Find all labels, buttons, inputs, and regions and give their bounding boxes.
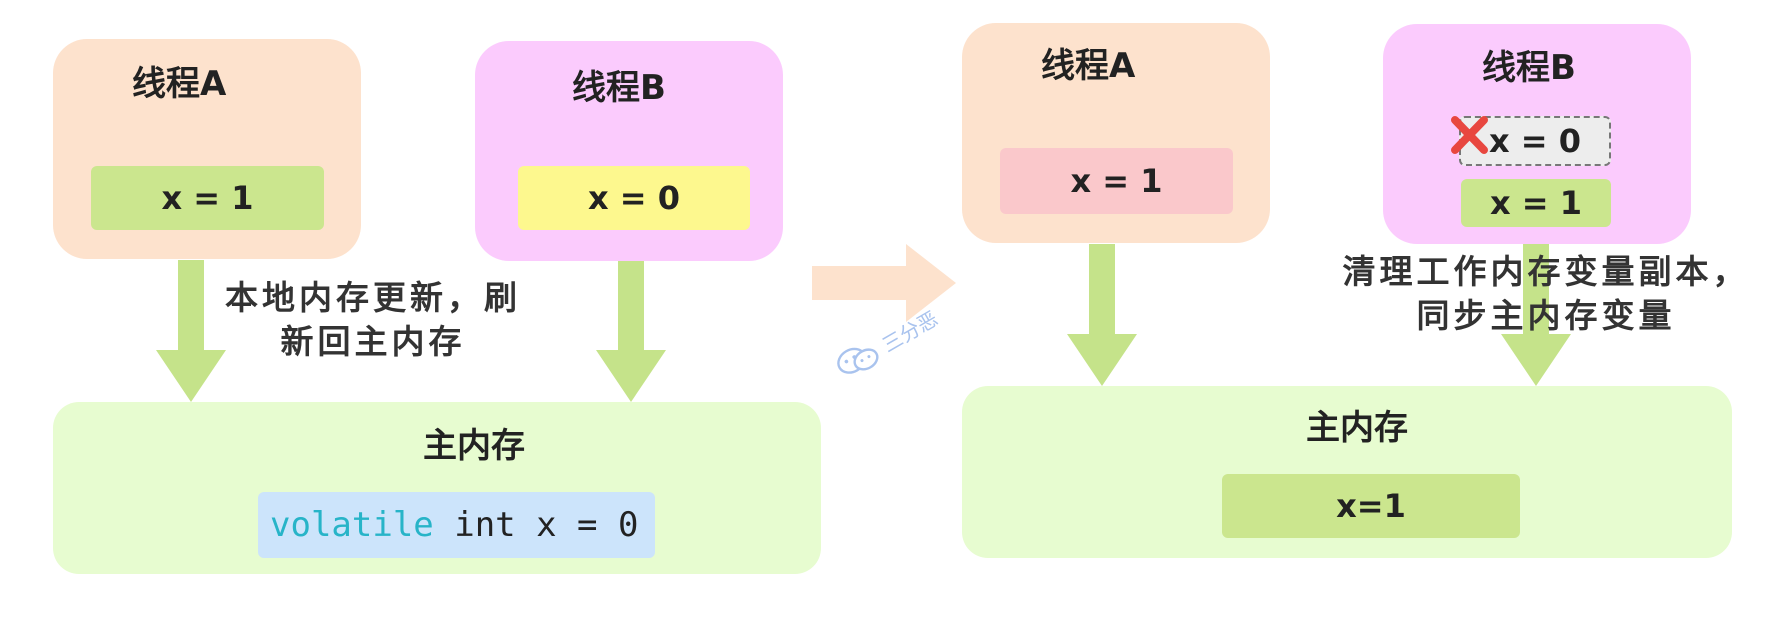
down-arrow-thread-a-right: [1067, 244, 1137, 386]
thread-b-new-variable: x = 1: [1461, 179, 1611, 227]
code-keyword-volatile: volatile: [270, 505, 434, 545]
thread-b-stale-variable: x = 0: [1459, 116, 1611, 166]
thread-b-title-right: 线程B: [1482, 48, 1576, 88]
volatile-declaration-code: volatile int x = 0: [258, 492, 655, 558]
thread-b-title-left: 线程B: [572, 68, 666, 108]
annotation-right: 清理工作内存变量副本， 同步主内存变量: [1322, 250, 1770, 338]
annotation-left-line2: 新回主内存: [280, 322, 466, 361]
annotation-right-line2: 同步主内存变量: [1416, 296, 1676, 335]
thread-a-variable-left: x = 1: [91, 166, 324, 230]
thread-b-variable-left: x = 0: [518, 166, 750, 230]
down-arrow-thread-b-left: [596, 260, 666, 402]
down-arrow-thread-a-left: [156, 260, 226, 402]
watermark-text: 三分恶: [877, 305, 942, 357]
thread-a-variable-right: x = 1: [1000, 148, 1233, 214]
main-memory-variable-right: x=1: [1222, 474, 1520, 538]
main-memory-title-right: 主内存: [1306, 408, 1408, 448]
main-memory-title-left: 主内存: [423, 426, 525, 466]
code-declaration-rest: int x = 0: [433, 505, 639, 545]
annotation-left: 本地内存更新，刷 新回主内存: [208, 276, 538, 364]
annotation-right-line1: 清理工作内存变量副本，: [1342, 252, 1750, 291]
transition-arrow: [812, 244, 956, 322]
wechat-icon: [837, 347, 879, 374]
down-arrow-thread-b-right: [1501, 244, 1571, 386]
watermark: 三分恶: [821, 271, 977, 402]
thread-a-title-right: 线程A: [1041, 46, 1136, 86]
annotation-left-line1: 本地内存更新，刷: [225, 278, 521, 317]
thread-a-title-left: 线程A: [132, 64, 227, 104]
